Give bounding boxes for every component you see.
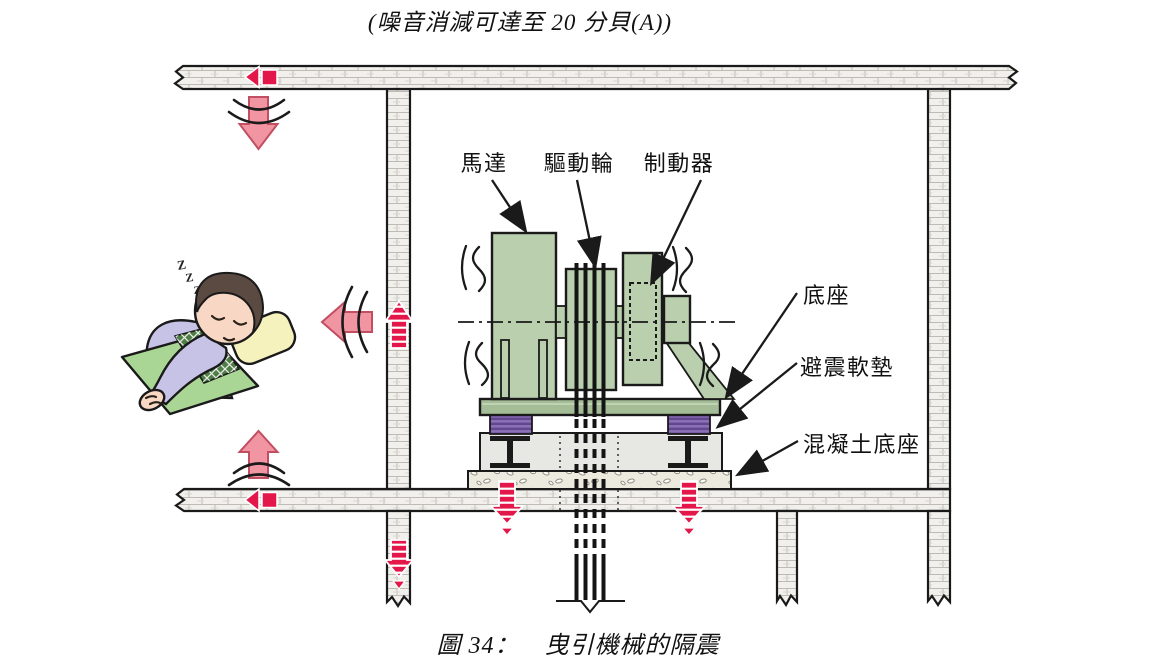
- sleeping-person: Z Z Z: [120, 257, 297, 416]
- drive-sheave: [564, 267, 618, 392]
- ibeam-left: [490, 436, 530, 468]
- noise-left-arrow-icon: [320, 299, 373, 345]
- fingers: [144, 395, 162, 406]
- bedplate: [478, 397, 722, 417]
- label-drive-wheel: 驅動輪: [544, 151, 615, 176]
- eye-left: [210, 314, 226, 321]
- leader-motor: [491, 179, 528, 234]
- figure-caption: 圖 34： 曳引機械的隔震: [437, 632, 722, 659]
- callouts: 馬達 驅動輪 制動器 底座 避震軟墊 混凝土底座: [460, 151, 921, 477]
- slab-vibration-down-arrow-right-icon: [670, 480, 708, 526]
- sleep-z: Z: [176, 257, 187, 273]
- mid-wall-lower: [775, 509, 799, 608]
- sound-wave-arc: [357, 290, 369, 354]
- floor-slab: [174, 487, 952, 513]
- hair: [194, 271, 265, 335]
- eye-right: [232, 319, 248, 326]
- label-concrete-base: 混凝土底座: [803, 432, 921, 457]
- sound-wave-arc: [227, 110, 291, 125]
- sound-wave-arc: [227, 473, 291, 487]
- motor-leg-right: [538, 339, 548, 399]
- leader-concrete-base: [734, 439, 799, 477]
- concrete-base-slab: [467, 470, 732, 490]
- noise-up-arrow-icon: [237, 429, 280, 479]
- leader-brake: [650, 179, 703, 287]
- bearing-pedestal: [662, 294, 692, 345]
- floor-vibration-arrow-icon: [243, 487, 278, 513]
- sleep-z: Z: [184, 270, 194, 285]
- mouth: [222, 336, 236, 342]
- left-wall-upper: [385, 87, 412, 491]
- wall-vibration-up-arrow-icon: [383, 299, 415, 349]
- wall-vibration-down-arrow-icon: [383, 539, 415, 579]
- ibeam-right: [668, 436, 708, 468]
- arrow-tail: [391, 580, 407, 590]
- pedestal-brace: [664, 341, 736, 400]
- leader-bedplate: [724, 292, 798, 400]
- hand: [138, 388, 166, 412]
- label-isolation-pad: 避震軟墊: [800, 355, 894, 380]
- sound-wave-arc: [341, 285, 354, 359]
- arrow-tail: [499, 527, 515, 536]
- leader-drive-wheel: [575, 179, 602, 270]
- ceiling-slab: [173, 64, 1019, 91]
- right-wall-lower: [926, 509, 952, 608]
- label-motor: 馬達: [460, 151, 507, 176]
- leader-isolation-pad: [715, 362, 798, 429]
- vibration-squiggles: [460, 244, 721, 388]
- isolation-pad-left: [489, 413, 533, 435]
- top-caption: (噪音消減可達至 20 分貝(A)): [368, 10, 672, 35]
- hoist-ropes: [556, 263, 625, 614]
- machine-mounting: [467, 397, 732, 511]
- sound-wave-arc: [232, 98, 286, 111]
- isolation-pad-right: [667, 413, 711, 435]
- sound-wave-arc: [232, 462, 286, 475]
- label-brake: 制動器: [644, 151, 715, 176]
- arrow-tail: [681, 527, 697, 536]
- rope-break-symbol: [556, 600, 625, 614]
- building-structure: [173, 64, 1019, 609]
- ceiling-vibration-arrow-icon: [243, 65, 278, 89]
- right-wall-upper: [926, 87, 952, 491]
- slab-vibration-down-arrow-left-icon: [488, 480, 526, 526]
- vibration-arrows: [227, 65, 708, 590]
- motor-leg-left: [500, 339, 510, 399]
- label-bedplate: 底座: [803, 283, 850, 308]
